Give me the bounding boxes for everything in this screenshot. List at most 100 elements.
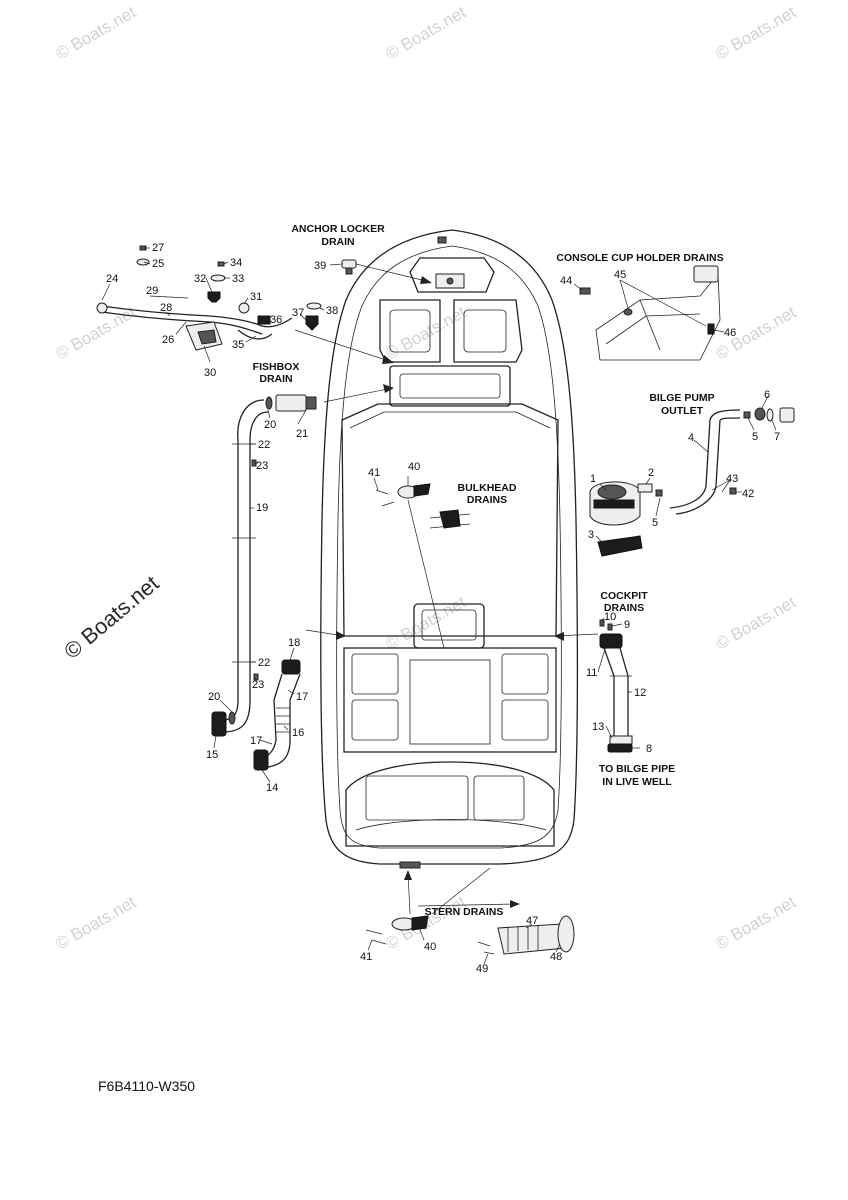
screw-9	[607, 623, 613, 631]
callout-31: 31	[250, 291, 262, 303]
forward-hatch-starboard-lid	[463, 309, 507, 353]
callout-41b: 41	[360, 951, 372, 963]
leader-20b	[219, 699, 233, 713]
drain-fitting-39-stem	[345, 267, 353, 275]
forward-hatch-starboard	[453, 299, 523, 363]
callout-9: 9	[624, 619, 630, 631]
callout-35: 35	[232, 339, 244, 351]
callout-21: 21	[296, 428, 308, 440]
leader-23a	[253, 461, 259, 465]
arrow-head	[510, 900, 520, 908]
ring-20a	[265, 396, 273, 410]
cockpit-title-line-2: DRAINS	[604, 602, 644, 614]
drain-46	[707, 323, 715, 335]
bilge-pump-top	[597, 484, 627, 500]
rear-center-box	[409, 659, 491, 745]
arrow-head	[336, 631, 346, 640]
washer-33	[210, 274, 226, 282]
hose-19-top-bend	[237, 399, 265, 441]
leader-23b	[253, 675, 257, 681]
transom	[345, 761, 555, 847]
fitting-37	[305, 315, 319, 331]
cup-holder	[693, 265, 719, 283]
callout-8: 8	[646, 743, 652, 755]
callout-22a: 22	[258, 439, 270, 451]
callout-42: 42	[742, 488, 754, 500]
boat-hull	[320, 229, 578, 869]
stern-drain-plug	[399, 861, 421, 869]
bracket-30-inner	[197, 329, 217, 345]
callout-19: 19	[256, 502, 268, 514]
leader-37	[299, 313, 307, 321]
rear-hatch-4	[501, 699, 549, 741]
watermark-text: © Boats.net	[383, 592, 470, 653]
leader-5b	[747, 417, 755, 431]
leader-14	[261, 769, 271, 783]
hull-gunwale	[336, 245, 562, 849]
leader-46	[713, 329, 725, 333]
callout-45: 45	[614, 269, 626, 281]
watermark-text: © Boats.net	[713, 592, 800, 653]
callout-43: 43	[726, 473, 738, 485]
cockpit-drain-left	[253, 659, 301, 771]
arrow-head	[383, 384, 394, 393]
anchor-locker-title-line-2: DRAIN	[321, 236, 354, 248]
section-titles: ANCHOR LOCKER DRAIN CONSOLE CUP HOLDER D…	[253, 223, 724, 918]
diagram-code: F6B4110-W350	[98, 1078, 195, 1094]
drain-tube-ridges	[507, 926, 539, 952]
bulkhead-drain-assembly	[375, 483, 471, 529]
hose-4-top-right	[719, 417, 741, 421]
arrow-head	[404, 870, 412, 880]
rear-hatch-1	[351, 653, 399, 695]
callout-17b: 17	[250, 735, 262, 747]
watermark-text: © Boats.net	[53, 2, 140, 63]
callout-15: 15	[206, 749, 218, 761]
leader-34	[223, 261, 229, 265]
hose-26-28-lower	[101, 311, 263, 335]
callout-6: 6	[764, 389, 770, 401]
callout-28: 28	[160, 302, 172, 314]
clamp-42	[729, 487, 737, 495]
stern-drain-fitting-40	[411, 915, 429, 931]
drain-flange-48	[557, 915, 575, 953]
watermark-text: © Boats.net	[713, 2, 800, 63]
leader-29	[149, 295, 189, 299]
top-left-hose-assembly	[96, 245, 322, 351]
callout-23a: 23	[256, 460, 268, 472]
screw-49b	[483, 951, 495, 955]
leader-41a	[373, 477, 379, 491]
anchor-locker-title: ANCHOR LOCKER	[291, 223, 385, 235]
ring-20b	[228, 711, 236, 725]
callout-34: 34	[230, 257, 242, 269]
to-bilge-title: TO BILGE PIPE	[599, 763, 675, 775]
watermark-text: © Boats.net	[53, 892, 140, 953]
leader-43a	[711, 479, 731, 491]
leader-44	[573, 283, 583, 291]
leader-25	[143, 261, 151, 265]
hull-outline	[320, 229, 578, 865]
bulkhead-title-line-2: DRAINS	[467, 494, 507, 506]
callout-39: 39	[314, 260, 326, 272]
callout-33: 33	[232, 273, 244, 285]
screw-41d	[371, 939, 387, 945]
console-cup-title: CONSOLE CUP HOLDER DRAINS	[556, 252, 723, 264]
bulkhead-bracket	[439, 509, 461, 529]
hose-19-top-bend-inner	[249, 411, 269, 441]
pointer-arrows	[294, 263, 599, 915]
callout-16: 16	[292, 727, 304, 739]
leader-35	[245, 335, 257, 343]
leader-39	[329, 263, 343, 266]
bulkhead-title: BULKHEAD	[458, 482, 517, 494]
forward-hatch-port-lid	[389, 309, 431, 353]
bow-eye	[437, 236, 447, 244]
callout-11: 11	[586, 667, 597, 679]
drain-fitting-40	[413, 483, 431, 497]
drain-fitting-21-flange	[305, 396, 317, 410]
arrow-head	[382, 355, 394, 364]
leader-17a	[287, 689, 295, 695]
leader-38	[319, 307, 325, 311]
screw-34	[217, 261, 225, 267]
stern-drain-assembly	[365, 915, 575, 955]
leader-40b	[419, 929, 425, 941]
drain-fitting-15	[211, 711, 227, 737]
